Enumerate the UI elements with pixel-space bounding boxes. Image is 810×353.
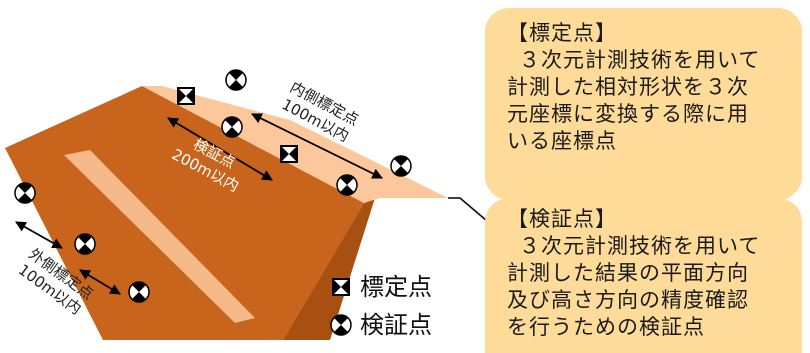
outer-ref-arrow-2 — [79, 269, 121, 295]
reference-point-marker — [177, 87, 195, 105]
verification-point-marker — [336, 174, 358, 196]
legend-ver-label: 検証点 — [360, 311, 432, 339]
embankment-side — [283, 198, 375, 340]
callout-title: 【検証点】 — [507, 207, 617, 231]
legend-ref-label: 標定点 — [360, 273, 432, 301]
verification-point-callout: 【検証点】 ３次元計測技術を用いて 計測した結果の平面方向 及び高さ方向の精度確… — [485, 198, 802, 353]
callout-line: 計測した相対形状を３次 — [507, 75, 749, 99]
legend-reference-point: 標定点 — [330, 272, 432, 302]
verification-point-marker — [225, 69, 247, 91]
verify-arrow — [167, 117, 273, 181]
inner-ref-arrow — [251, 113, 383, 179]
verification-point-marker — [128, 281, 150, 303]
verification-point-marker — [221, 116, 243, 138]
outer-ref-arrow-1 — [15, 221, 63, 249]
callout-line: ３次元計測技術を用いて — [519, 234, 761, 258]
callout-line: 計測した結果の平面方向 — [507, 261, 749, 285]
reference-point-marker — [280, 145, 298, 163]
callout-line: 及び高さ方向の精度確認 — [507, 288, 749, 312]
callout-line: いる座標点 — [507, 129, 617, 153]
legend-verification-point: 検証点 — [330, 310, 432, 340]
verification-point-marker — [390, 155, 412, 177]
callout-line: 元座標に変換する際に用 — [507, 102, 749, 126]
berm-stripe — [64, 150, 255, 323]
callout-title: 【標定点】 — [507, 21, 617, 45]
circle-x-icon — [330, 314, 352, 336]
callout-line: を行うための検証点 — [507, 315, 705, 339]
callout-line: ３次元計測技術を用いて — [519, 48, 761, 72]
square-x-icon — [332, 278, 350, 296]
verification-point-marker — [74, 233, 96, 255]
verification-point-marker — [14, 182, 36, 204]
reference-point-callout: 【標定点】 ３次元計測技術を用いて 計測した相対形状を３次 元座標に変換する際に… — [485, 8, 802, 200]
